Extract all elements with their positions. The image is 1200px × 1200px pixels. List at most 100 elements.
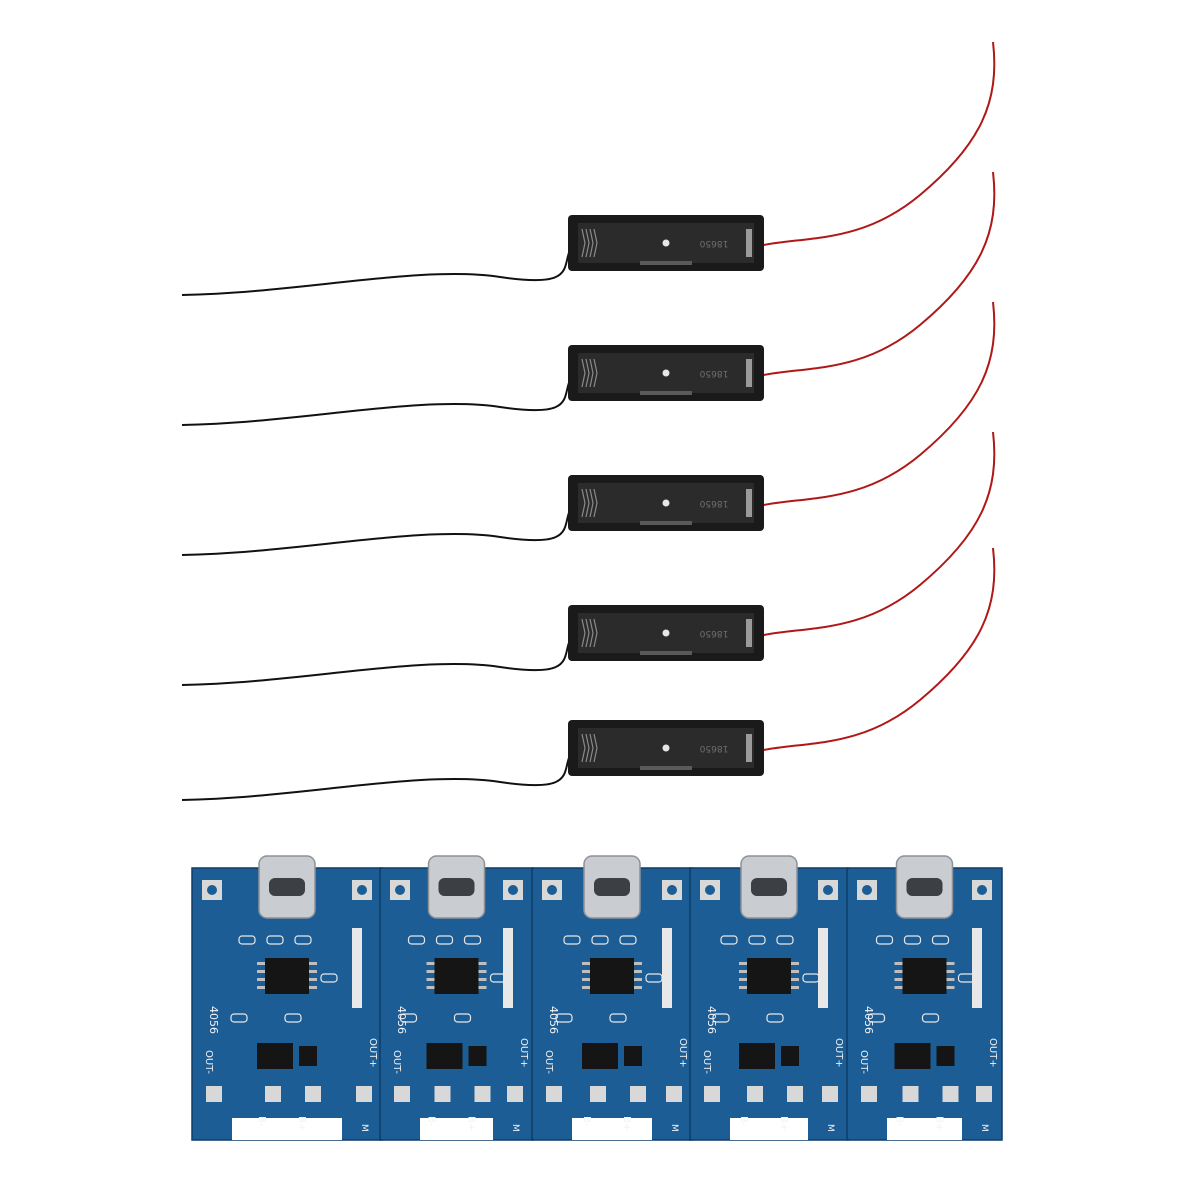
out-plus-label: OUT+ bbox=[833, 1038, 844, 1068]
spring-contact bbox=[581, 488, 586, 518]
holder-ridge bbox=[640, 261, 692, 265]
out-plus-label: OUT+ bbox=[367, 1038, 378, 1068]
mounting-hole bbox=[662, 239, 670, 247]
spring-contact bbox=[585, 733, 590, 763]
ic-pin bbox=[894, 962, 903, 965]
charger-ic bbox=[902, 958, 947, 994]
ic-pin bbox=[257, 962, 265, 965]
solder-pad bbox=[356, 1086, 372, 1102]
solder-pad bbox=[630, 1086, 646, 1102]
solder-pad bbox=[666, 1086, 682, 1102]
mounting-hole bbox=[662, 499, 670, 507]
solder-pad bbox=[394, 1086, 410, 1102]
ic-pin bbox=[582, 970, 590, 973]
solder-pad bbox=[704, 1086, 720, 1102]
red-wire bbox=[759, 171, 996, 377]
spring-contact bbox=[589, 358, 594, 388]
usb-c-opening bbox=[269, 878, 305, 896]
led-strip bbox=[662, 928, 672, 1008]
pad-hole bbox=[705, 885, 715, 895]
charger-boards-group: 4056OUT-OUT+B-B+M4056OUT-OUT+B-B+M4056OU… bbox=[191, 855, 1003, 1141]
solder-pad bbox=[507, 1086, 523, 1102]
out-minus-label: OUT- bbox=[701, 1050, 712, 1074]
pad-hole bbox=[547, 885, 557, 895]
spring-contact bbox=[581, 358, 586, 388]
ic-pin bbox=[946, 978, 955, 981]
board-notch bbox=[572, 1118, 652, 1140]
b-minus-label: B- bbox=[426, 1116, 437, 1127]
corner-label: M bbox=[510, 1124, 520, 1132]
pad-hole bbox=[357, 885, 367, 895]
b-plus-label: B+ bbox=[934, 1116, 945, 1131]
solder-pad bbox=[822, 1086, 838, 1102]
spring-contact bbox=[585, 488, 590, 518]
ic-pin bbox=[426, 970, 435, 973]
ic-pin bbox=[946, 962, 955, 965]
usb-c-opening bbox=[438, 878, 475, 896]
usb-c-opening bbox=[906, 878, 943, 896]
smd-component bbox=[230, 1013, 248, 1023]
ic-pin bbox=[257, 986, 265, 989]
board-notch bbox=[420, 1118, 493, 1140]
holder-ridge bbox=[640, 766, 692, 770]
ic-pin bbox=[582, 962, 590, 965]
black-wire bbox=[181, 750, 573, 801]
ic-pin bbox=[309, 962, 317, 965]
spring-contact bbox=[589, 733, 594, 763]
black-wire bbox=[181, 245, 573, 296]
smd-component bbox=[284, 1013, 302, 1023]
b-minus-label: B- bbox=[894, 1116, 905, 1127]
board-notch bbox=[887, 1118, 962, 1140]
chip-label: 4056 bbox=[547, 1006, 560, 1034]
solder-pad bbox=[787, 1086, 803, 1102]
spring-contact bbox=[581, 618, 586, 648]
red-wire bbox=[759, 301, 996, 507]
ic-pin bbox=[946, 986, 955, 989]
holder-ridge bbox=[640, 651, 692, 655]
ic-pin bbox=[739, 970, 747, 973]
ic-pin bbox=[309, 978, 317, 981]
holder-ridge bbox=[640, 391, 692, 395]
ic-pin bbox=[739, 962, 747, 965]
smd-component bbox=[867, 1013, 886, 1023]
spring-contact bbox=[585, 618, 590, 648]
smd-component bbox=[619, 935, 637, 945]
out-plus-label: OUT+ bbox=[677, 1038, 688, 1068]
smd-component bbox=[875, 935, 894, 945]
smd-component bbox=[748, 935, 766, 945]
charger-ic bbox=[590, 958, 634, 994]
spring-contact bbox=[585, 228, 590, 258]
solder-pad bbox=[546, 1086, 562, 1102]
corner-label: M bbox=[979, 1124, 989, 1132]
ic-pin bbox=[894, 986, 903, 989]
flat-contact bbox=[746, 619, 752, 647]
chip-label: 4056 bbox=[862, 1006, 875, 1034]
spring-contact bbox=[589, 618, 594, 648]
corner-label: M bbox=[669, 1124, 679, 1132]
solder-pad bbox=[590, 1086, 606, 1102]
chip-label: 4056 bbox=[395, 1006, 408, 1034]
flat-contact bbox=[746, 359, 752, 387]
mounting-hole bbox=[662, 744, 670, 752]
solder-pad bbox=[305, 1086, 321, 1102]
black-wire bbox=[181, 375, 573, 426]
spring-contact bbox=[589, 488, 594, 518]
ic-pin bbox=[634, 978, 642, 981]
protection-ic bbox=[257, 1043, 293, 1069]
holder-label: 18650 bbox=[699, 498, 728, 508]
b-minus-label: B- bbox=[581, 1116, 592, 1127]
smd-component bbox=[609, 1013, 627, 1023]
led-strip bbox=[503, 928, 513, 1008]
spring-contact bbox=[581, 733, 586, 763]
ic-pin bbox=[634, 986, 642, 989]
ic-pin bbox=[791, 962, 799, 965]
ic-pin bbox=[791, 978, 799, 981]
smd-component bbox=[294, 935, 312, 945]
mounting-hole bbox=[662, 629, 670, 637]
ic-pin bbox=[946, 970, 955, 973]
ic-pin bbox=[582, 978, 590, 981]
battery-holder: 18650 bbox=[181, 547, 996, 801]
board-notch bbox=[730, 1118, 808, 1140]
